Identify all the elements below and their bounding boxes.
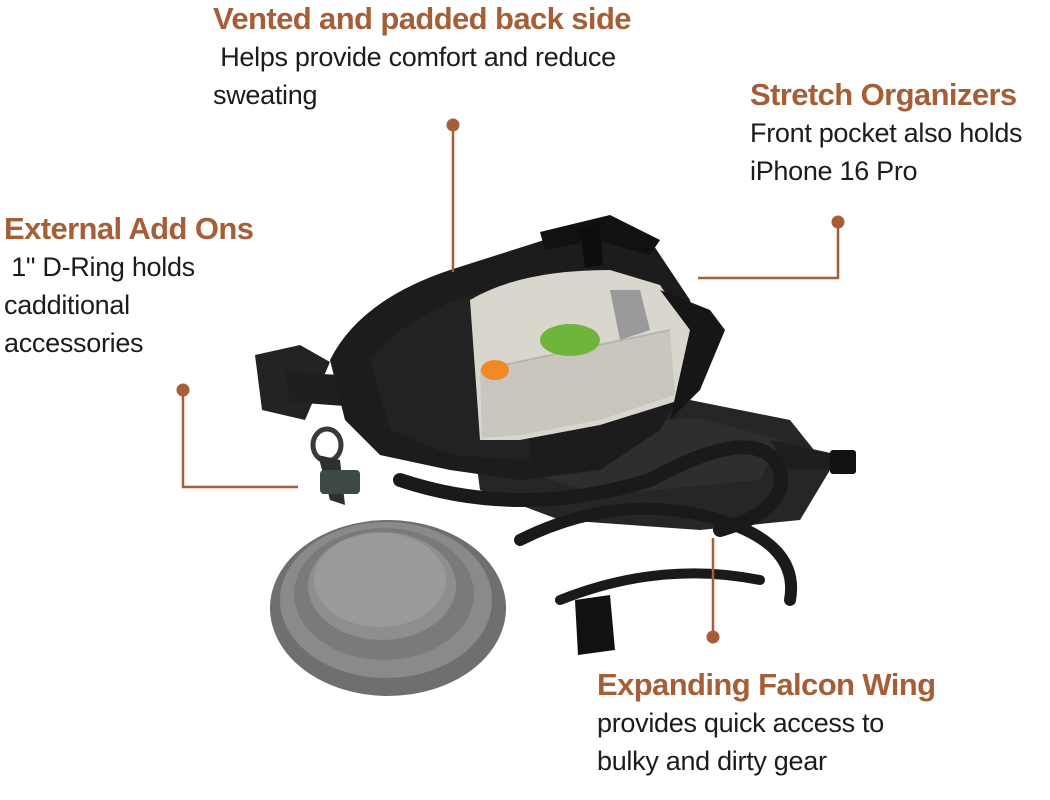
callout-expanding-falcon-wing: Expanding Falcon Wing provides quick acc… <box>597 666 936 780</box>
zipper-pull <box>580 222 603 268</box>
callout-line: 1" D-Ring holds <box>4 252 195 282</box>
callout-line: Helps provide comfort and reduce <box>213 42 616 72</box>
addons-leader-line <box>181 390 298 489</box>
callout-title: External Add Ons <box>4 211 254 246</box>
callout-line: accessories <box>4 328 144 358</box>
green-item <box>540 324 600 356</box>
orange-item <box>481 360 509 380</box>
callout-stretch-organizers: Stretch Organizers Front pocket also hol… <box>750 76 1023 190</box>
organizers-leader-line <box>698 222 840 280</box>
callout-external-add-ons: External Add Ons 1" D-Ring holds cadditi… <box>4 210 254 362</box>
falcon-leader-dot <box>706 630 720 644</box>
leash <box>393 440 798 606</box>
callout-line: bulky and dirty gear <box>597 746 827 776</box>
d-ring-carabiner <box>310 426 360 505</box>
callout-line: Front pocket also holds <box>750 118 1023 148</box>
collapsible-bowl <box>270 520 506 696</box>
callout-line: sweating <box>213 80 318 110</box>
callout-title: Stretch Organizers <box>750 77 1017 112</box>
callout-vented-back: Vented and padded back side Helps provid… <box>213 0 632 114</box>
callout-line: cadditional <box>4 290 130 320</box>
callout-line: provides quick access to <box>597 708 884 738</box>
callout-title: Vented and padded back side <box>213 1 632 36</box>
vented-leader-dot <box>446 118 460 132</box>
callout-title: Expanding Falcon Wing <box>597 667 936 702</box>
organizers-leader-dot <box>831 215 845 229</box>
falcon-wing-clip <box>575 595 615 655</box>
callout-line: iPhone 16 Pro <box>750 156 918 186</box>
addons-leader-dot <box>176 383 190 397</box>
right-waist-strap <box>770 440 856 474</box>
open-front-pocket <box>470 270 690 440</box>
